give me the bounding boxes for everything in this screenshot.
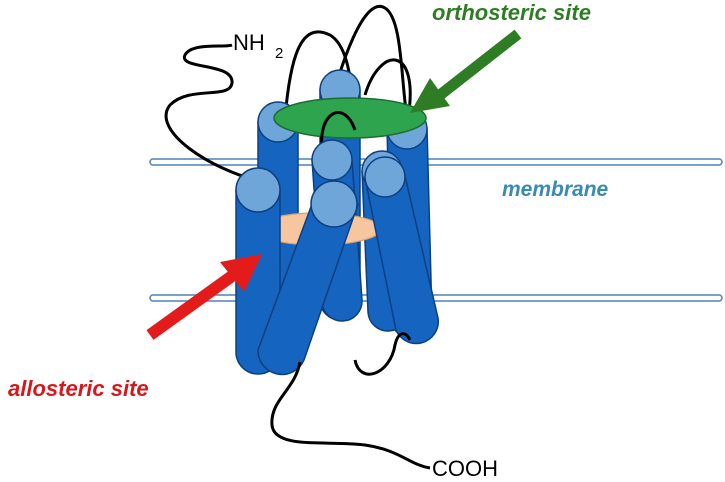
allosteric-site-label: allosteric site: [8, 376, 149, 401]
extracellular-loop-3: [363, 58, 412, 119]
extracellular-loop-4: [320, 111, 357, 151]
n-terminal-chain: [164, 43, 264, 184]
n-terminus-subscript: 2: [275, 45, 283, 62]
n-terminus-text: NH: [233, 30, 265, 55]
c-terminal-chain: [270, 361, 431, 470]
orthosteric-site-label: orthosteric site: [432, 0, 591, 25]
n-terminus-label: NH 2: [233, 30, 283, 62]
c-terminus-label: COOH: [432, 456, 498, 481]
intracellular-loop: [353, 332, 412, 376]
allosteric-arrow: [146, 254, 262, 340]
helix-front-right: [364, 156, 440, 345]
orthosteric-arrow: [410, 29, 522, 113]
membrane-label: membrane: [502, 178, 609, 201]
helix-front-center: [257, 180, 360, 376]
membrane-top-line: [149, 158, 723, 166]
